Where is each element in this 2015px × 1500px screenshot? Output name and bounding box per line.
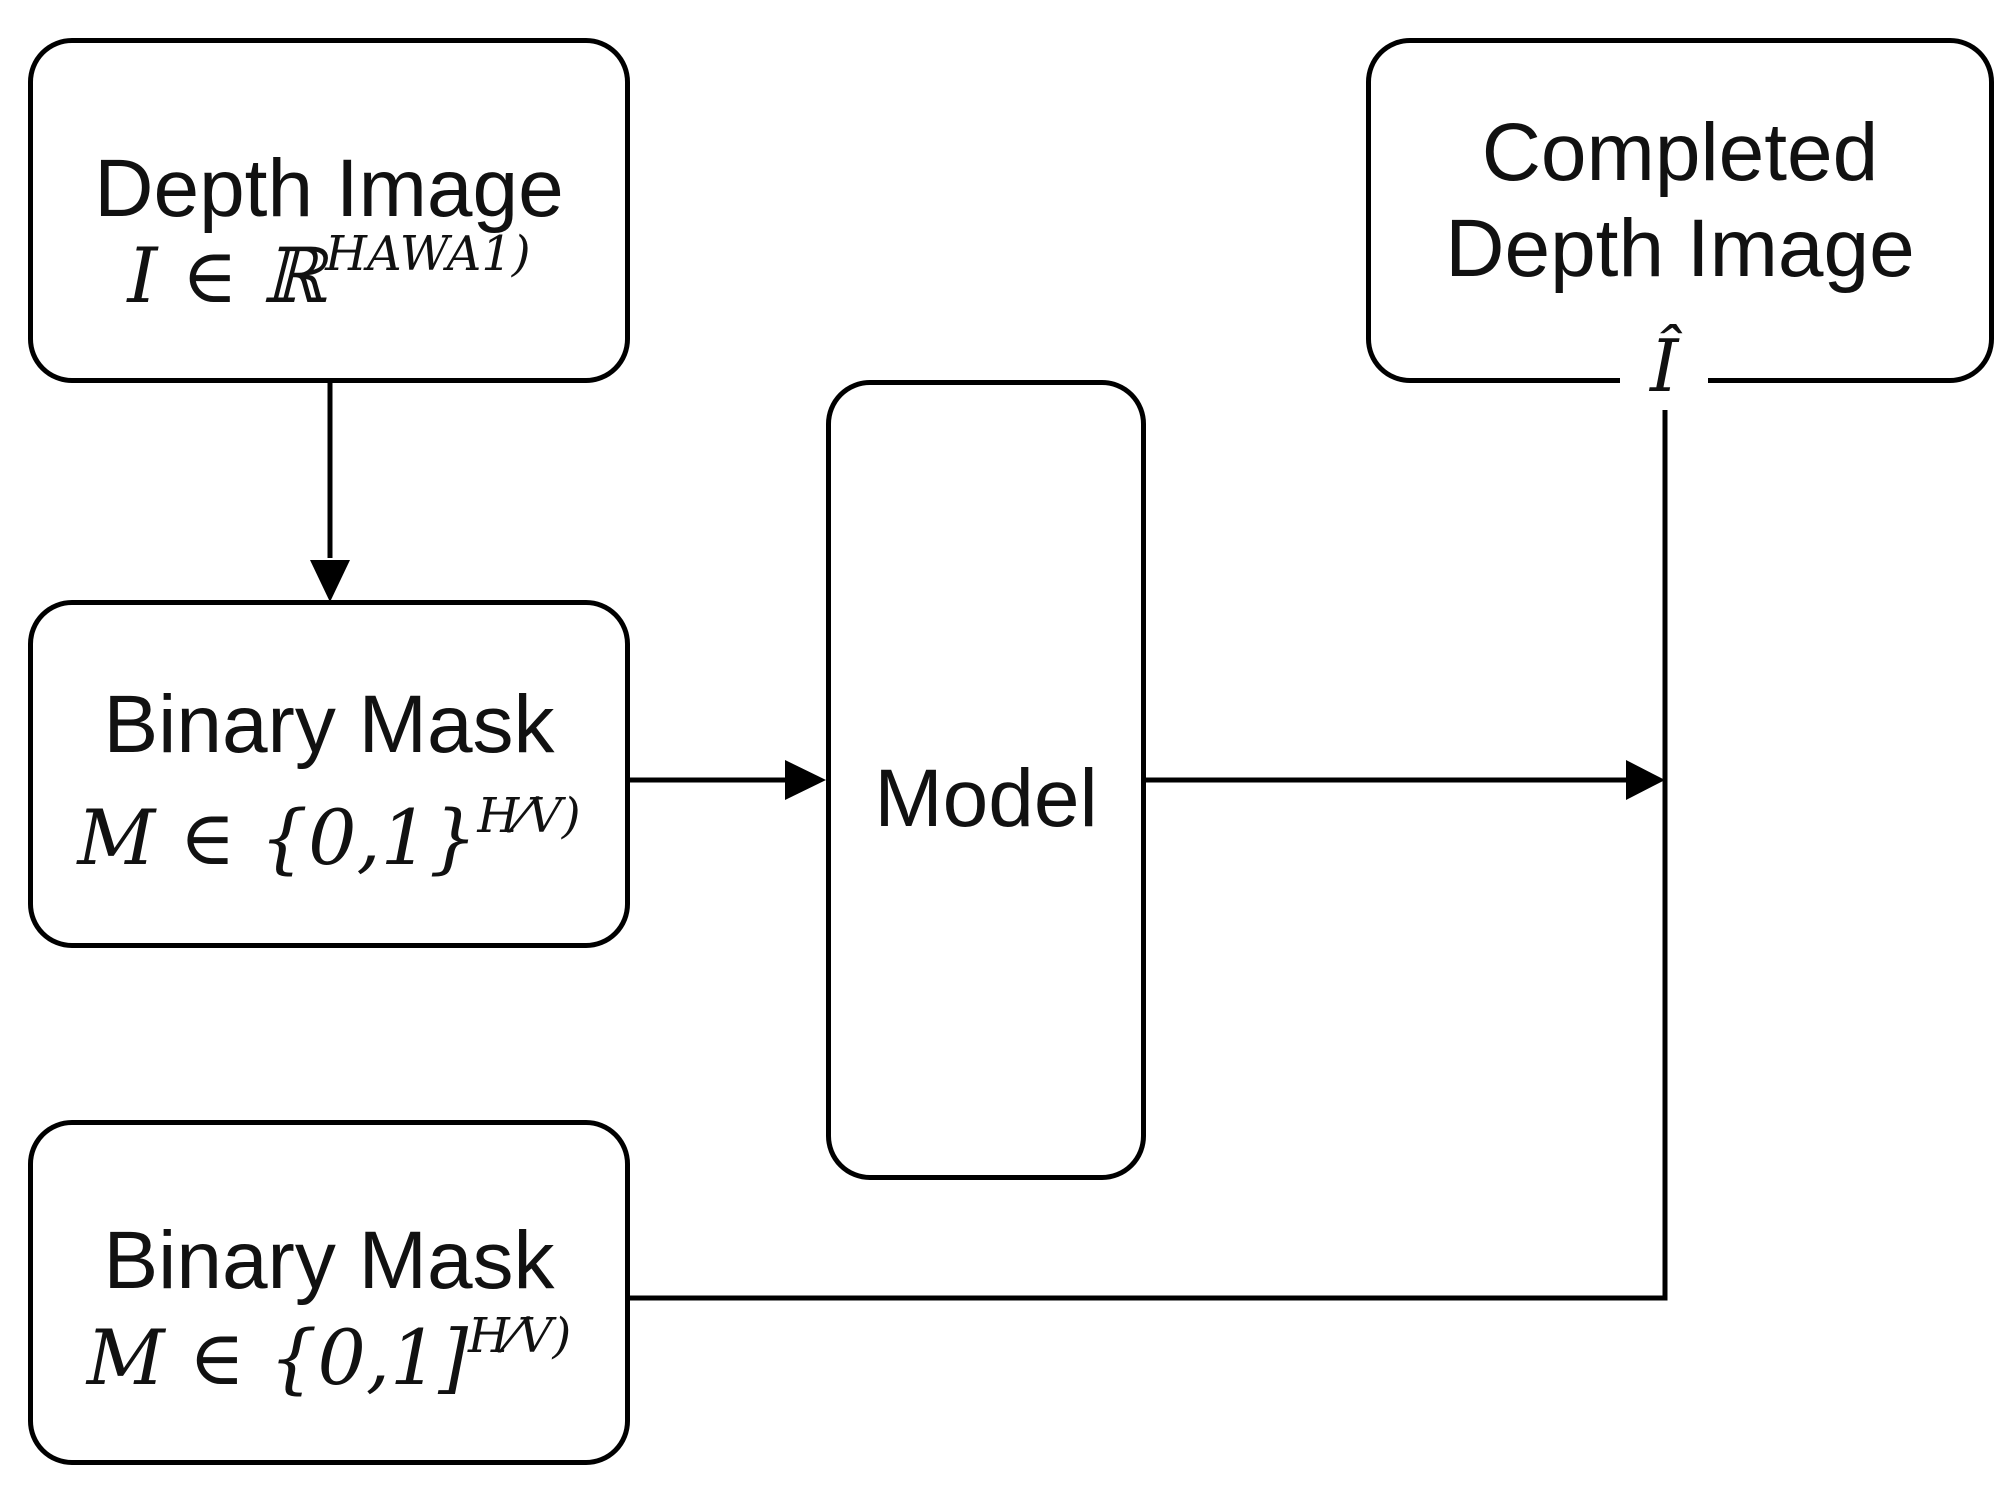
completed-title-line2: Depth Image <box>1445 203 1915 294</box>
model-title: Model <box>874 753 1098 844</box>
depth-image-title: Depth Image <box>94 143 564 234</box>
model-box: Model <box>826 380 1146 1180</box>
depth-image-formula-main: I ∈ ℝ <box>127 231 326 320</box>
binary-mask-skip-formula-main: M ∈ {0,1] <box>86 1313 468 1402</box>
completed-depth-image-box: Completed Depth Image <box>1366 38 1994 383</box>
binary-mask-input-title: Binary Mask <box>103 679 555 770</box>
depth-image-formula-sup: HAWA1) <box>325 226 531 282</box>
binary-mask-skip-formula-sup: H⁄V) <box>468 1308 572 1364</box>
binary-mask-input-formula: M ∈ {0,1}H⁄V) <box>33 792 625 883</box>
binary-mask-input-box: Binary Mask M ∈ {0,1}H⁄V) <box>28 600 630 948</box>
arrowhead-model-to-output <box>1626 760 1665 800</box>
binary-mask-skip-title: Binary Mask <box>103 1215 555 1306</box>
depth-image-formula: I ∈ ℝHAWA1) <box>33 230 625 321</box>
binary-mask-skip-box: Binary Mask M ∈ {0,1]H⁄V) <box>28 1120 630 1465</box>
arrowhead-depth-to-mask <box>310 560 350 602</box>
completed-title-line1: Completed <box>1481 107 1879 198</box>
binary-mask-input-formula-sup: H⁄V) <box>477 788 581 844</box>
binary-mask-skip-formula: M ∈ {0,1]H⁄V) <box>33 1312 625 1403</box>
arrowhead-mask-to-model <box>785 760 826 800</box>
binary-mask-input-formula-main: M ∈ {0,1} <box>77 793 478 882</box>
depth-image-box: Depth Image I ∈ ℝHAWA1) <box>28 38 630 383</box>
completed-formula: Î <box>1620 330 1709 402</box>
skip-connection-line <box>630 410 1668 1301</box>
